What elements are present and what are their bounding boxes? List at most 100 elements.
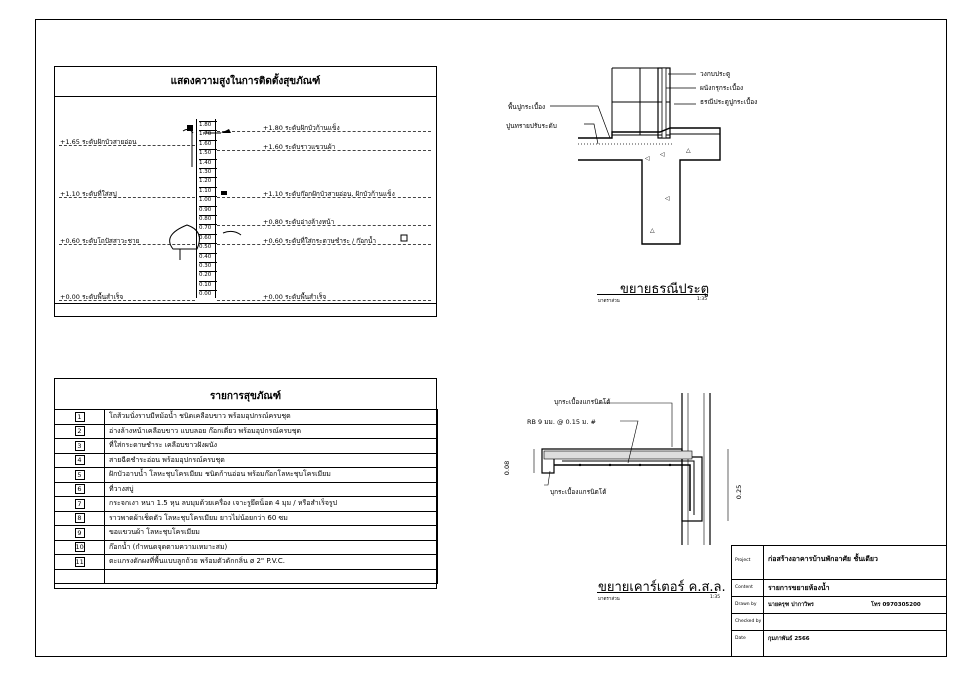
item-description: ก๊อกน้ำ (กำหนดจุดตามความเหมาะสม): [104, 539, 438, 555]
tb-phone: โทร 0970305200: [871, 602, 921, 608]
counter-detail-scale-label: มาตราส่วน: [598, 597, 620, 602]
drawing-sheet: [35, 19, 947, 657]
item-row-empty: [54, 568, 438, 584]
tb-row-date: Date กุมภาพันธ์ 2566: [732, 630, 946, 658]
item-description: ตะแกรงดักผงที่พื้นแบบลูกถ้วย พร้อมตัวดัก…: [104, 554, 438, 570]
scale-tick: 0.70: [199, 224, 217, 232]
item-number: 3: [74, 440, 85, 451]
svg-text:△: △: [650, 227, 655, 234]
right-level-line: [217, 243, 431, 245]
item-number: 8: [74, 513, 85, 524]
tb-drawn: นายครุฑ ปากาวิพร: [768, 602, 814, 608]
counter-detail-title: ขยายเคาร์เตอร์ ค.ส.ล.: [598, 580, 726, 595]
item-number: 6: [74, 484, 85, 495]
tb-checked-key: Checked by: [735, 619, 762, 624]
tb-row-project: Project ก่อสร้างอาคารบ้านพักอาศัย ชั้นเด…: [732, 546, 946, 579]
counter-detail-title-underline: [597, 592, 717, 593]
right-level-label: +1.60 ระดับราวแขวนผ้า: [263, 142, 336, 151]
tb-row-content: Content รายการขยายห้องน้ำ: [732, 579, 946, 596]
door-label-wall-tile: ผนังกรุกระเบื้อง: [700, 84, 744, 92]
left-level-label: +1.65 ระดับฝักบัวสายอ่อน: [60, 138, 137, 147]
item-description: ฝักบัวอาบน้ำ โลหะชุบโครเมียม ชนิดก้านอ่อ…: [104, 467, 438, 483]
door-detail-scale: 1:35: [697, 297, 708, 302]
svg-text:◁: ◁: [660, 151, 665, 158]
door-label-floor-tile: พื้นปูกระเบื้อง: [508, 103, 546, 111]
height-panel-bottom-divider: [55, 303, 436, 304]
left-level-label: +1.10 ระดับที่ใส่สบู่: [60, 189, 117, 198]
left-level-line: [59, 196, 195, 198]
right-level-line: [217, 149, 431, 151]
right-level-label: +0.80 ระดับอ่างล้างหน้า: [263, 218, 335, 226]
right-level-label: +0.60 ระดับที่ใส่กระดาษชำระ / ก๊อกน้ำ: [263, 236, 377, 245]
scale-tick: 0.20: [199, 271, 217, 279]
item-number-cell: 2: [54, 423, 105, 439]
item-description-empty: [104, 568, 438, 584]
scale-tick: 0.50: [199, 243, 217, 251]
item-number-cell: 9: [54, 525, 105, 541]
scale-tick: 0.60: [199, 233, 217, 242]
item-number-cell: 6: [54, 481, 105, 497]
svg-text:◁: ◁: [645, 155, 650, 162]
scale-tick: 0.90: [199, 205, 217, 214]
height-panel-title: แสดงความสูงในการติดตั้งสุขภัณฑ์: [170, 76, 321, 87]
tb-content: รายการขยายห้องน้ำ: [768, 584, 830, 592]
item-number-cell: 11: [54, 554, 105, 570]
tb-row-drawn: Drawn by นายครุฑ ปากาวิพร โทร 0970305200: [732, 596, 946, 613]
right-level-line: [217, 225, 431, 226]
counter-label-bottom-tile: บุกระเบื้องแกรนิตโต้: [550, 488, 607, 496]
door-detail-title: ขยายธรณีประตู: [620, 282, 710, 297]
item-description: สายฉีดชำระอ่อน พร้อมอุปกรณ์ครบชุด: [104, 452, 438, 468]
item-number-cell: 1: [54, 409, 105, 425]
item-number-cell: 7: [54, 496, 105, 512]
svg-text:◁: ◁: [665, 195, 670, 202]
faucet-icon: [222, 230, 242, 236]
title-block: Project ก่อสร้างอาคารบ้านพักอาศัย ชั้นเด…: [731, 545, 947, 657]
item-description: อ่างล้างหน้าเคลือบขาว แบบลอย ก๊อกเดี่ยว …: [104, 423, 438, 439]
tb-row-checked: Checked by: [732, 613, 946, 630]
item-number: 1: [74, 411, 85, 422]
door-label-sill-tile: ธรณีประตูปูกระเบื้อง: [700, 98, 758, 106]
left-level-line: [59, 300, 195, 302]
item-number-cell: 3: [54, 438, 105, 454]
left-level-line: [59, 145, 195, 147]
left-level-label: +0.60 ระดับโถปัสสาวะชาย: [60, 236, 140, 245]
tb-project-key: Project: [735, 558, 751, 563]
door-label-frame: วงกบประตู: [700, 70, 731, 78]
items-panel-title: รายการสุขภัณฑ์: [210, 391, 281, 402]
counter-dim-right: 0.25: [735, 484, 744, 500]
right-level-line: [217, 196, 431, 198]
item-number: 11: [74, 556, 85, 567]
door-sill-drawing: ◁ ◁ △ ◁ △: [550, 67, 721, 245]
scale-tick: 0.30: [199, 262, 217, 270]
scale-tick: 1.80: [199, 121, 217, 129]
item-number-cell: 10: [54, 539, 105, 555]
tb-drawn-key: Drawn by: [735, 602, 757, 607]
scale-tick: 1.50: [199, 149, 217, 157]
item-description: ที่ใส่กระดาษชำระ เคลือบขาวฝังผนัง: [104, 438, 438, 454]
soap-holder-icon: [221, 191, 227, 195]
scale-tick: 1.10: [199, 186, 217, 195]
left-level-label: +0.00 ระดับพื้นสำเร็จ: [60, 293, 124, 302]
item-description: กระจกเงา หนา 1.5 หุน ลบมุมด้วยเครื่อง เจ…: [104, 496, 438, 512]
paper-holder-icon: [400, 234, 408, 242]
item-description: ที่วางสบู่: [104, 481, 438, 497]
item-number-cell: 5: [54, 467, 105, 483]
door-label-screed: ปูนทรายปรับระดับ: [506, 122, 557, 130]
title-block-divider: [763, 546, 764, 656]
counter-label-top-tile: บุกระเบื้องแกรนิตโต้: [554, 398, 611, 406]
height-panel-title-divider: [55, 96, 436, 97]
tb-project: ก่อสร้างอาคารบ้านพักอาศัย ชั้นเดียว: [768, 555, 878, 563]
right-level-line: [217, 131, 431, 132]
item-row: 6 ที่วางสบู่: [54, 481, 438, 497]
tb-date: กุมภาพันธ์ 2566: [768, 636, 810, 642]
